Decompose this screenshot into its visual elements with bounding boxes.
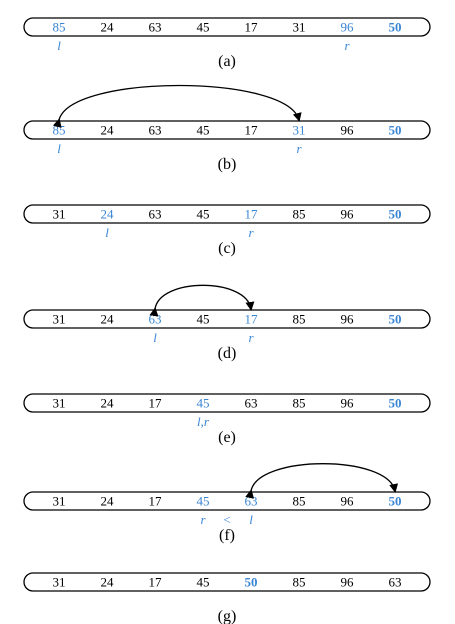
array-value: 45 (197, 20, 210, 35)
pivot-value: 50 (389, 123, 402, 138)
pivot-value: 50 (389, 396, 402, 411)
swap-arrow (52, 84, 302, 128)
array-row-5: 31 24 17 45 63 85 96 50 l,r (e) (23, 393, 431, 446)
array-value: 85 (293, 575, 306, 590)
array-value: 31 (53, 396, 66, 411)
array-value: 17 (245, 20, 259, 35)
array-value: 17 (245, 207, 259, 222)
pivot-value: 50 (389, 312, 402, 327)
array-value: 96 (341, 20, 355, 35)
array-value: 17 (149, 494, 163, 509)
array-value: 31 (53, 312, 66, 327)
array-value: 31 (293, 123, 306, 138)
array-row-4: 31 24 63 45 17 85 96 50 l r (d) (23, 284, 431, 362)
row-caption: (g) (218, 608, 237, 624)
array-value: 45 (197, 396, 210, 411)
array-value: 31 (53, 494, 66, 509)
array-value: 17 (245, 123, 259, 138)
array-value: 31 (53, 207, 66, 222)
array-bar (23, 393, 431, 413)
array-value: 63 (245, 494, 258, 509)
array-bar (23, 309, 431, 329)
array-value: 31 (53, 575, 66, 590)
swap-arrow (245, 463, 399, 499)
array-value: 63 (149, 123, 162, 138)
array-value: 96 (341, 575, 355, 590)
pointer-label: r (296, 141, 302, 156)
pointer-label: l,r (197, 414, 210, 429)
pointer-label: < (223, 512, 230, 527)
array-bar (23, 572, 431, 592)
array-value: 85 (293, 494, 306, 509)
pointer-label: r (200, 512, 206, 527)
row-caption: (f) (219, 527, 235, 544)
array-row-2: 85 24 63 45 17 31 96 50 l r (b) (23, 84, 431, 173)
row-caption: (a) (218, 53, 236, 70)
array-bar (23, 120, 431, 140)
array-value: 63 (245, 396, 258, 411)
array-row-7: 31 24 17 45 50 85 96 63 (g) (23, 572, 431, 624)
array-value: 63 (149, 312, 162, 327)
array-value: 85 (293, 207, 306, 222)
array-bar (23, 491, 431, 511)
array-value: 45 (197, 494, 210, 509)
row-caption: (c) (218, 240, 236, 257)
array-value: 17 (149, 575, 163, 590)
array-value: 45 (197, 575, 210, 590)
array-bar (23, 204, 431, 224)
array-value: 63 (389, 575, 402, 590)
pointer-label: r (344, 38, 350, 53)
array-value: 24 (101, 207, 115, 222)
array-value: 96 (341, 123, 355, 138)
array-row-1: 85 24 63 45 17 31 96 50 l r (a) (23, 17, 431, 70)
array-value: 85 (53, 20, 66, 35)
array-value: 45 (197, 123, 210, 138)
array-value: 24 (101, 494, 115, 509)
row-caption: (d) (218, 345, 237, 362)
pivot-value: 50 (389, 20, 402, 35)
array-value: 31 (293, 20, 306, 35)
array-value: 45 (197, 312, 210, 327)
pointer-label: r (248, 330, 254, 345)
array-value: 17 (149, 396, 163, 411)
array-value: 24 (101, 20, 115, 35)
array-value: 85 (293, 396, 306, 411)
array-value: 17 (245, 312, 259, 327)
pointer-label: r (248, 225, 254, 240)
array-value: 24 (101, 312, 115, 327)
pointer-label: l (57, 141, 61, 156)
pointer-label: l (57, 38, 61, 53)
pivot-value: 50 (245, 575, 258, 590)
pointer-label: l (249, 512, 253, 527)
array-value: 24 (101, 396, 115, 411)
pivot-value: 50 (389, 494, 402, 509)
row-caption: (e) (218, 429, 236, 446)
array-row-3: 31 24 63 45 17 85 96 50 l r (c) (23, 204, 431, 257)
array-bar (23, 17, 431, 37)
array-row-6: 31 24 17 45 63 85 96 50 r < l (f) (23, 463, 431, 544)
swap-arrow (149, 284, 255, 317)
array-value: 96 (341, 312, 355, 327)
pointer-label: l (105, 225, 109, 240)
pointer-label: l (153, 330, 157, 345)
pivot-value: 50 (389, 207, 402, 222)
row-caption: (b) (218, 156, 237, 173)
array-value: 85 (53, 123, 66, 138)
array-value: 24 (101, 575, 115, 590)
array-value: 85 (293, 312, 306, 327)
array-value: 45 (197, 207, 210, 222)
array-value: 24 (101, 123, 115, 138)
array-value: 96 (341, 396, 355, 411)
array-value: 96 (341, 494, 355, 509)
array-value: 96 (341, 207, 355, 222)
array-value: 63 (149, 20, 162, 35)
array-value: 63 (149, 207, 162, 222)
